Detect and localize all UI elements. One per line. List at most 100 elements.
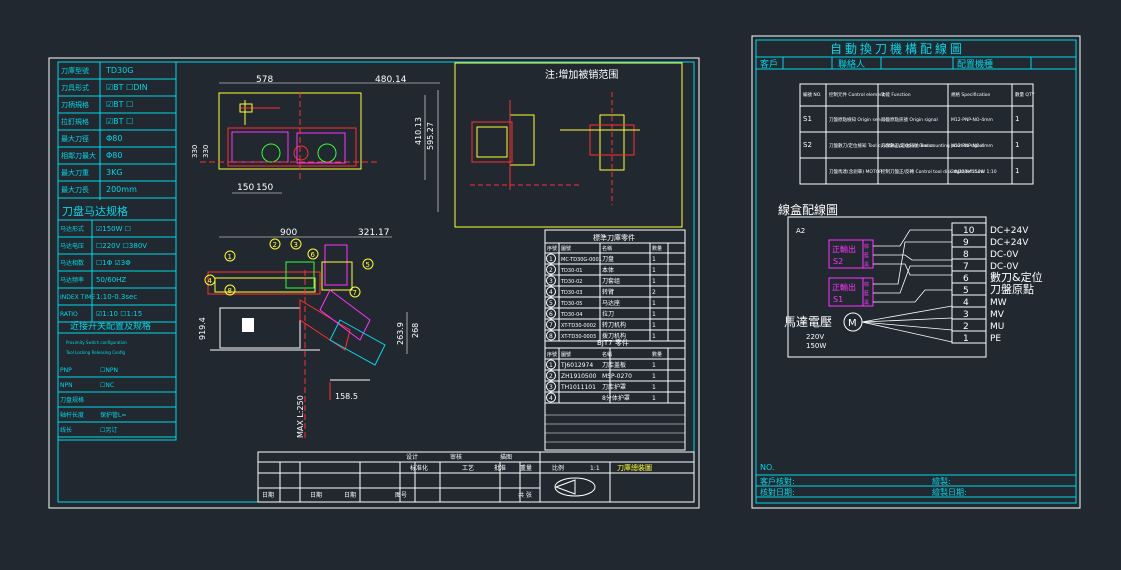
- parts-cell: TD30-02: [560, 279, 582, 285]
- sensor-s1-id: S1: [833, 295, 843, 304]
- wiring-box-diagram: 線盒配線圖 A2 正輸出 S2 棕 藍 黑 正輸出 S1 棕 藍 黑: [778, 202, 1043, 358]
- motor-spec-label: RATIO: [60, 311, 78, 318]
- title-block-cell: 设计: [406, 453, 418, 461]
- spec-value: Φ80: [106, 134, 122, 143]
- sensor-s1-wire-brown: 棕: [864, 281, 869, 288]
- parts-cell: TD30-01: [560, 268, 582, 274]
- parts-sub-cell: 8分体护罩: [602, 394, 630, 402]
- motor-spec-label: 马达形式: [60, 225, 84, 233]
- motor-spec-value: ☐220V ☐380V: [96, 242, 147, 250]
- motor-spec-value: ☑1:10 ☐1:15: [96, 310, 142, 318]
- terminal-number: 1: [963, 334, 969, 344]
- part-balloon: [224, 284, 236, 296]
- motor-voltage-value: 220V: [806, 333, 824, 341]
- terminal-block: [951, 258, 987, 272]
- parts-sub-cell: 1: [549, 362, 553, 369]
- parts-cell: 6: [549, 311, 553, 318]
- parts-sub-header-cell: 圖號: [561, 351, 571, 358]
- part-balloon-number: 6: [311, 251, 316, 259]
- motor-voltage-label: 馬達電壓: [784, 315, 832, 329]
- part-balloon-number: 5: [366, 261, 370, 269]
- element-table-header-cell: 編號 NO.: [803, 91, 822, 98]
- parts-sub-row-balloon: [546, 392, 556, 403]
- spec-value: TD30G: [105, 66, 133, 75]
- element-table-cell: M12-PNP-NO-4mm: [951, 117, 993, 123]
- switch-spec-section-title: 近接开关配置及规格: [70, 320, 151, 332]
- dim-top-width: 578: [256, 75, 273, 85]
- footer-drawn-date: 繪製日期:: [932, 487, 967, 497]
- parts-cell: TD30-04: [560, 312, 582, 318]
- switch-spec-value: ☐NPN: [100, 367, 118, 374]
- parts-sub-cell: 1: [652, 395, 656, 402]
- parts-sub-cell: 2: [549, 373, 553, 380]
- element-table-header-cell: 控制元件 Control element: [829, 91, 885, 98]
- parts-cell: TD30-05: [560, 301, 582, 307]
- element-table-cell: 刀盤馬達(含剎車) MOTOR: [829, 168, 882, 175]
- parts-row-balloon: [546, 275, 556, 286]
- part-balloon: [224, 250, 236, 262]
- wiring-sheet-title: 自動換刀機構配線圖: [830, 41, 965, 56]
- parts-sub-title: BJT7 零件: [597, 338, 629, 347]
- parts-cell: 1: [652, 300, 656, 307]
- dim-bottom-w1: 150: [237, 183, 254, 193]
- terminal-number: 5: [963, 286, 969, 296]
- switch-spec-label: 刀盘规格: [60, 396, 84, 404]
- terminal-block: [951, 246, 987, 260]
- motor-spec-value: ☑150W ☐: [96, 225, 131, 233]
- element-table-cell: 1: [1015, 167, 1019, 175]
- parts-header-cell: 圖號: [561, 245, 571, 252]
- dim-side-max: MAX L:250: [296, 395, 305, 438]
- wiring-sheet-footer: NO. 客戶核對: 繪製: 核對日期: 繪製日期:: [756, 463, 1076, 498]
- header-contact-label: 聯絡人: [838, 58, 865, 70]
- motor-spec-label: 马达频率: [60, 276, 84, 284]
- parts-cell: XT-TD30-0002: [561, 323, 596, 329]
- title-block-cell: 标准化: [410, 464, 428, 472]
- sensor-s2-wire-blue: 藍: [864, 252, 869, 259]
- element-table-cell: 1: [1015, 115, 1019, 123]
- parts-sub-row-balloon: [546, 359, 556, 370]
- terminal-number: 7: [963, 262, 969, 272]
- element-table-cell: 3Φ/220V 150W 1:10: [951, 169, 997, 175]
- motor-spec-value: 50/60HZ: [96, 276, 126, 284]
- motor-spec-label: INDEX TIME: [60, 294, 95, 301]
- spec-value: ☑BT ☐: [106, 117, 133, 126]
- parts-sub-cell: MSP-0270: [602, 373, 632, 380]
- parts-row-balloon: [546, 253, 556, 264]
- element-table-header-cell: 規格 Specification: [951, 91, 990, 98]
- wiring-diagram-title: 線盒配線圖: [778, 202, 838, 217]
- header-customer-label: 客戶: [760, 58, 778, 70]
- part-balloon-number: 3: [294, 241, 298, 249]
- element-table-cell: S2: [803, 141, 812, 149]
- spec-value: 200mm: [106, 185, 137, 194]
- parts-sub-row-balloon: [546, 381, 556, 392]
- element-table-cell: S1: [803, 115, 812, 123]
- sensor-s1-label: 正輸出: [832, 282, 856, 292]
- dim-right-v1: 410.13: [414, 117, 423, 145]
- parts-header-cell: 序號: [547, 245, 557, 252]
- parts-cell: 本体: [602, 266, 614, 274]
- terminal-label: MU: [990, 322, 1004, 332]
- motor-spec-label: 马达相数: [60, 259, 84, 267]
- title-block-drawing-name: 刀庫總裝圖: [617, 463, 652, 472]
- right-sheet-inner-frame: [755, 39, 1077, 504]
- parts-sub-header-cell: 序號: [547, 351, 557, 358]
- terminal-block: [951, 330, 987, 344]
- parts-cell: 1: [652, 267, 656, 274]
- header-model-label: 配置機種: [957, 58, 993, 70]
- footer-customer-check: 客戶核對:: [760, 476, 795, 486]
- dim-bottom-w2: 150: [256, 183, 273, 193]
- spec-value: 3KG: [106, 168, 123, 177]
- spec-label: 刀具形式: [61, 83, 89, 92]
- terminal-label: MW: [990, 298, 1007, 308]
- terminal-label: PE: [990, 334, 1001, 344]
- dim-side-v1: 263.9: [396, 322, 405, 345]
- switch-spec-label: NPN: [60, 382, 73, 389]
- terminal-number: 9: [963, 238, 969, 248]
- dim-side-height: 919.4: [198, 317, 207, 340]
- terminal-label: DC+24V: [990, 226, 1029, 236]
- parts-cell: 1: [652, 278, 656, 285]
- element-table-cell: 刀盤數刀/定位檢知 Tool counting position sensor: [829, 142, 934, 149]
- terminal-label: MV: [990, 310, 1005, 320]
- dim-top-h1: 330: [191, 145, 199, 158]
